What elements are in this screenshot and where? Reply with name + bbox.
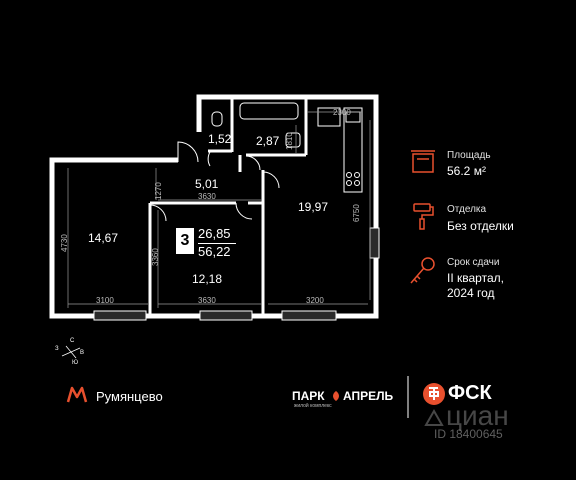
deadline-value-line2: 2024 год	[447, 286, 495, 300]
area-icon	[411, 150, 435, 173]
compass	[61, 345, 81, 359]
room-area-living: 12,18	[192, 272, 223, 286]
room-area-kitchen: 19,97	[298, 200, 329, 214]
dim-1270: 1270	[154, 182, 163, 200]
metro-icon	[66, 386, 88, 403]
bathtub-fixture	[239, 102, 299, 120]
brand-park-part2: АПРЕЛЬ	[343, 389, 394, 403]
compass-south: Ю	[72, 360, 79, 366]
finish-value: Без отделки	[447, 219, 514, 233]
deadline-label: Срок сдачи	[447, 257, 500, 268]
compass-west: З	[55, 346, 59, 352]
dim-2300: 2300	[333, 108, 351, 117]
total-area-value: 56,22	[198, 244, 231, 259]
area-label: Площадь	[447, 150, 491, 161]
finish-label: Отделка	[447, 204, 487, 215]
metro-station-name: Румянцево	[96, 389, 163, 404]
area-value: 56.2 м²	[447, 164, 486, 178]
key-icon	[410, 257, 435, 284]
outer-walls	[49, 94, 379, 319]
dim-3630-top: 3630	[198, 192, 216, 201]
fixtures	[211, 102, 363, 193]
toilet-fixture	[211, 111, 223, 127]
summary-divider	[198, 243, 236, 244]
stove-burner	[354, 180, 360, 186]
kitchen-unit	[317, 107, 341, 127]
leaf-icon	[333, 391, 339, 401]
watermark-text: циан	[446, 400, 509, 431]
dim-1810: 1810	[285, 132, 294, 150]
dim-3100: 3100	[96, 296, 114, 305]
interior-walls	[148, 98, 308, 314]
dim-6750: 6750	[352, 204, 361, 222]
kitchen-counter	[343, 107, 363, 193]
room-area-bedroom: 14,67	[88, 231, 119, 245]
fsk-logo-icon	[423, 383, 445, 405]
brand-fsk-text: ФСК	[448, 382, 492, 404]
room-area-wc: 2,87	[256, 134, 280, 148]
brand-park-part1: ПАРК	[292, 389, 325, 403]
dim-3360: 3360	[151, 248, 160, 266]
stove-burner	[346, 180, 352, 186]
deadline-value-line1: II квартал,	[447, 271, 504, 285]
sink-fixture	[285, 132, 301, 148]
room-area-bath: 1,52	[208, 132, 232, 146]
watermark-house-icon	[424, 408, 444, 426]
brand-park-subtitle: жилой комплекс	[294, 403, 332, 409]
watermark-id: ID 18400645	[434, 427, 503, 441]
rooms-count-badge: 3	[176, 228, 194, 254]
compass-east: В	[80, 350, 85, 356]
dim-3630-bottom: 3630	[198, 296, 216, 305]
room-area-hall: 5,01	[195, 177, 219, 191]
windows	[93, 227, 380, 321]
living-area-total: 26,85	[198, 226, 231, 241]
dim-4730: 4730	[60, 234, 69, 252]
dimension-lines	[67, 111, 371, 308]
dim-3200: 3200	[306, 296, 324, 305]
compass-north: С	[70, 338, 75, 344]
paint-roller-icon	[413, 203, 434, 230]
doors	[149, 141, 280, 222]
stove-burner	[354, 172, 360, 178]
stove-burner	[346, 172, 352, 178]
